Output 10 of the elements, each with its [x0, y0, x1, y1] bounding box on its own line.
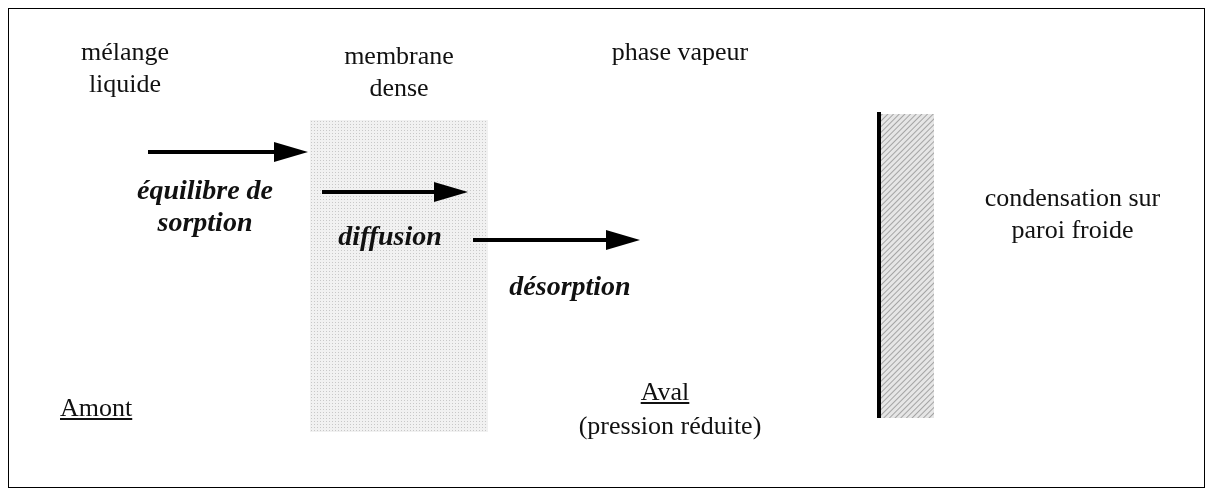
note: (pression réduite) [577, 410, 763, 442]
region-label: phase vapeur [610, 36, 750, 68]
region-label: condensation sur paroi froide [983, 182, 1162, 246]
step-label: diffusion [337, 220, 443, 252]
region-label: Aval [639, 376, 691, 408]
step-label: équilibre de sorption [135, 174, 275, 238]
region-label: mélange liquide [79, 36, 171, 100]
region-label: Amont [60, 392, 134, 424]
step-label: désorption [508, 270, 632, 302]
heading: membrane dense [343, 40, 455, 104]
